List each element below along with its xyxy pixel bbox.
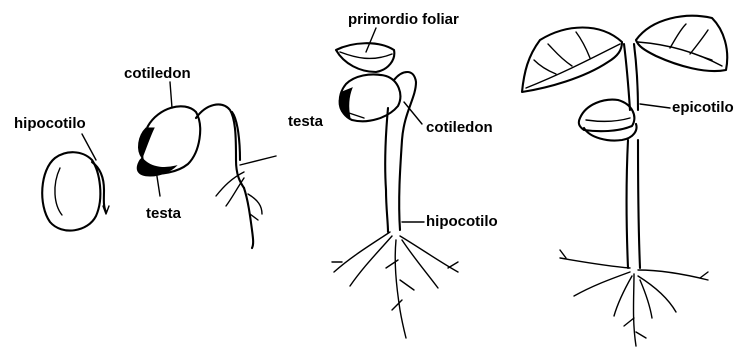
stage-3-seedling (332, 43, 458, 338)
leader-cotiledon-1 (170, 82, 172, 108)
stage-4-seedling (522, 16, 727, 346)
stage-2-seedling (137, 104, 276, 248)
label-testa-2: testa (288, 114, 323, 129)
label-epicotilo: epicotilo (672, 100, 734, 115)
label-hipocotilo-2: hipocotilo (426, 214, 498, 229)
label-testa-1: testa (146, 206, 181, 221)
label-hipocotilo-1: hipocotilo (14, 116, 86, 131)
label-cotiledon-1: cotiledon (124, 66, 191, 81)
label-primordio-foliar: primordio foliar (348, 12, 459, 27)
stage-1-seed (42, 152, 109, 230)
leader-primordio-foliar (366, 28, 376, 52)
label-cotiledon-2: cotiledon (426, 120, 493, 135)
leader-epicotilo (640, 104, 670, 108)
